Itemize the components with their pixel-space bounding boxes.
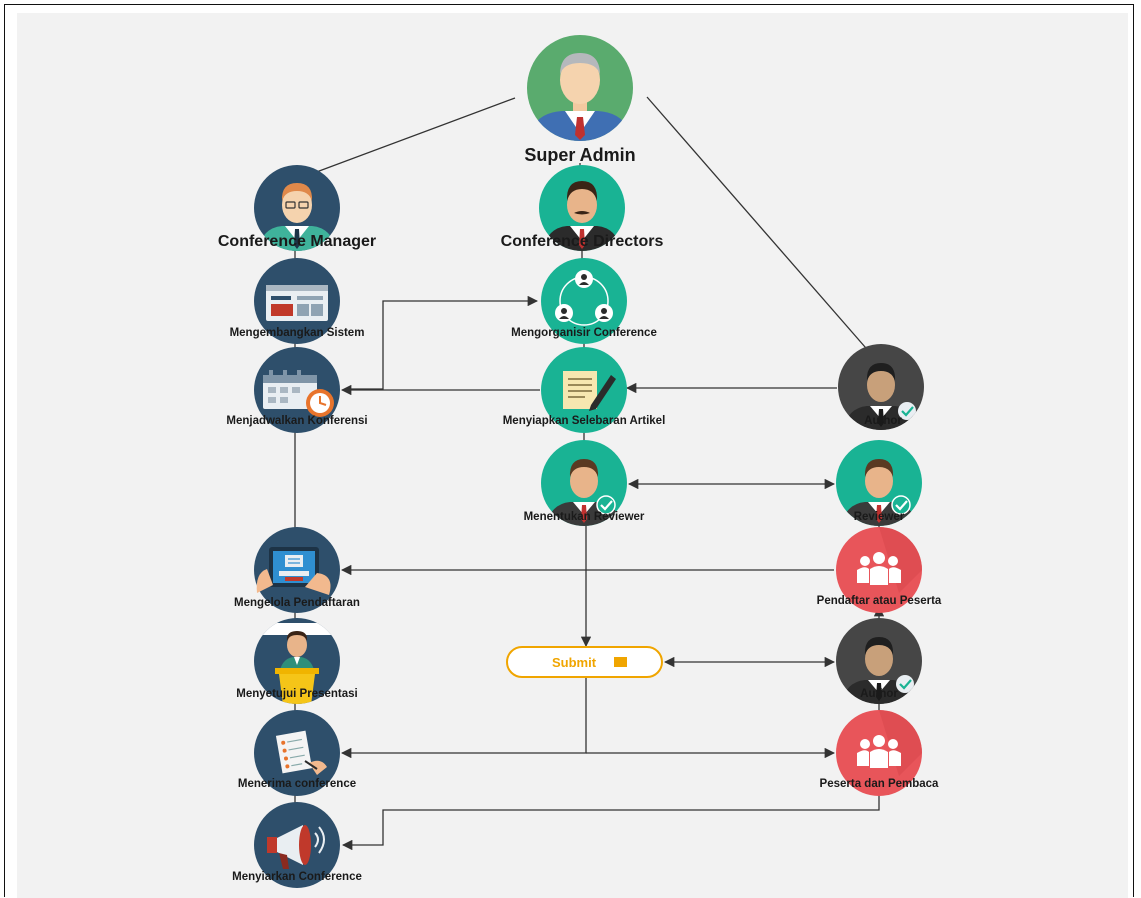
browser-window-icon (266, 285, 328, 321)
mengelola-pendaftaran-node: Mengelola Pendaftaran (234, 527, 360, 613)
menyetujui-presentasi-label: Menyetujui Presentasi (236, 688, 357, 700)
mengembangkan-sistem-label: Mengembangkan Sistem (230, 327, 365, 339)
conference-directors-label: Conference Directors (501, 233, 664, 250)
calendar-clock-icon (263, 370, 334, 417)
menjadwalkan-konferensi-node: Menjadwalkan Konferensi (226, 347, 368, 433)
reviewer-node: Reviewer (836, 440, 922, 526)
menentukan-reviewer-label: Menentukan Reviewer (524, 511, 645, 523)
diagram-canvas: Super Admin Conference Manager Conferenc… (17, 13, 1128, 898)
menyiarkan-conference-label: Menyiarkan Conference (232, 871, 362, 883)
submit-label: Submit (552, 655, 597, 670)
person-icon (529, 53, 631, 141)
mengorganisir-conference-node: Mengorganisir Conference (511, 258, 657, 344)
super-admin-label: Super Admin (524, 145, 635, 165)
menjadwalkan-konferensi-label: Menjadwalkan Konferensi (226, 415, 367, 427)
conference-directors-node: Conference Directors (501, 165, 664, 251)
author-top-label: Author (864, 415, 902, 427)
arrow-jadwal-to-organisir (349, 295, 539, 390)
pendaftar-atau-peserta-node: Pendaftar atau Peserta (817, 527, 942, 613)
conference-manager-label: Conference Manager (218, 233, 376, 250)
super-admin-node: Super Admin (524, 35, 636, 165)
menyetujui-presentasi-node: Menyetujui Presentasi (236, 618, 358, 704)
menerima-conference-label: Menerima conference (238, 778, 356, 790)
document-pen-icon (563, 371, 616, 411)
tablet-form-icon (256, 547, 331, 595)
author-bottom-node: Author (836, 618, 922, 704)
flow-diagram: Super Admin Conference Manager Conferenc… (218, 35, 942, 888)
person-check-icon (841, 459, 917, 526)
person-check-icon (546, 459, 622, 526)
menyiarkan-conference-node: Menyiarkan Conference (232, 802, 362, 888)
author-top-node: Author (838, 344, 924, 430)
mengorganisir-conference-label: Mengorganisir Conference (511, 327, 657, 339)
arrow-submit-to-menerima-and-peserta (340, 678, 587, 759)
person-check-icon (841, 637, 917, 704)
peserta-dan-pembaca-node: Peserta dan Pembaca (820, 710, 940, 796)
arrow-admin-to-author (646, 96, 880, 364)
speaker-podium-icon (254, 623, 340, 704)
arrow-peserta-to-siarkan (341, 789, 880, 851)
mengelola-pendaftaran-label: Mengelola Pendaftaran (234, 597, 360, 609)
diagram-frame: Super Admin Conference Manager Conferenc… (4, 4, 1134, 898)
menyiapkan-selebaran-artikel-node: Menyiapkan Selebaran Artikel (503, 347, 666, 433)
group-icon (857, 552, 901, 585)
reviewer-label: Reviewer (854, 511, 905, 523)
peserta-dan-pembaca-label: Peserta dan Pembaca (820, 778, 940, 790)
menentukan-reviewer-node: Menentukan Reviewer (524, 440, 645, 526)
pendaftar-atau-peserta-label: Pendaftar atau Peserta (817, 595, 942, 607)
menyiapkan-selebaran-artikel-label: Menyiapkan Selebaran Artikel (503, 415, 666, 427)
author-bottom-label: Author (860, 688, 898, 700)
arrow-admin-to-manager (286, 97, 516, 185)
mengembangkan-sistem-node: Mengembangkan Sistem (230, 258, 365, 344)
megaphone-icon (267, 825, 325, 869)
group-icon (857, 735, 901, 768)
people-network-icon (555, 270, 613, 326)
conference-manager-node: Conference Manager (218, 165, 376, 251)
checklist-icon (275, 730, 327, 775)
menerima-conference-node: Menerima conference (238, 710, 356, 796)
envelope-icon (614, 657, 627, 667)
person-check-icon (843, 363, 919, 430)
submit-node: Submit (506, 646, 663, 678)
